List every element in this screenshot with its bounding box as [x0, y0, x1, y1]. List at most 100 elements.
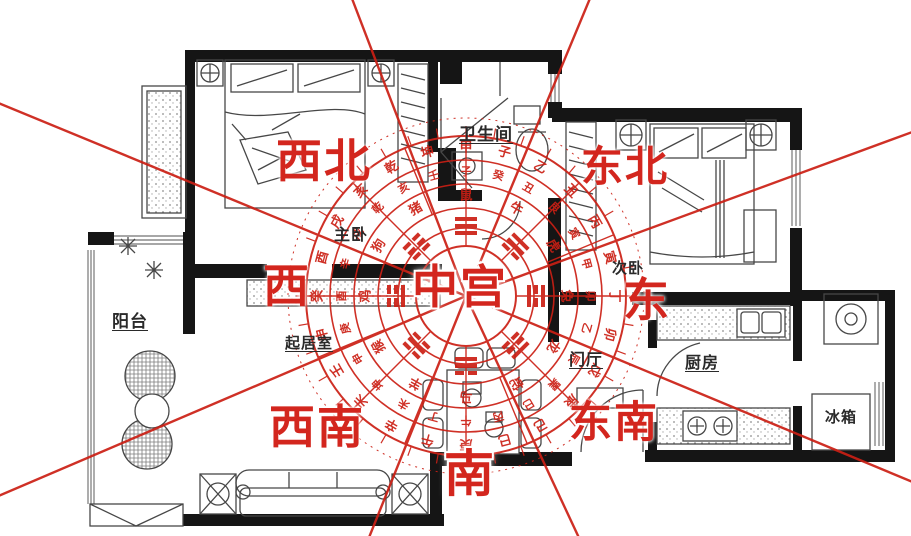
compass-ring2-char: 寅 — [601, 249, 619, 265]
walls — [88, 50, 895, 526]
tv-cabinet — [246, 279, 441, 307]
compass-ring2-char: 乙 — [531, 157, 550, 176]
sector-line-ene — [465, 131, 911, 298]
furniture — [89, 59, 879, 527]
balcony-left-window — [87, 250, 95, 504]
compass-ring2-char: 子 — [496, 143, 512, 161]
direction-label-northeast: 东北 — [581, 143, 670, 190]
entry-fixtures — [576, 387, 644, 453]
compass-ring1-char: 壬 — [426, 167, 440, 183]
bathroom-fixtures — [440, 62, 549, 240]
compass-ring0-char: 猪 — [405, 199, 425, 219]
ceiling-light-icon — [615, 119, 647, 151]
door-arc — [481, 200, 521, 240]
trigram-4 — [455, 357, 477, 375]
quilt-sketch — [239, 131, 307, 185]
balcony-table — [134, 393, 170, 429]
compass-ring1-char: 庚 — [337, 321, 353, 335]
compass-ring1-char: 酉 — [335, 291, 348, 302]
balcony-door — [89, 503, 184, 527]
compass-ring0-char: 羊 — [406, 374, 425, 393]
compass-ring1-char: 丁 — [427, 409, 441, 424]
toilet-icon — [515, 128, 549, 172]
compass-ring2-char: 丙 — [585, 212, 604, 231]
direction-label-south: 南 — [444, 446, 496, 502]
sector-line-ese — [465, 294, 911, 483]
wardrobe — [397, 63, 429, 183]
sector-line-nne — [464, 0, 591, 297]
compass-ring2-char: 甲 — [459, 139, 472, 154]
living-room-furniture — [199, 279, 441, 517]
bed — [649, 123, 755, 265]
wardrobe — [565, 121, 597, 251]
sofa-back — [235, 469, 391, 497]
sector-line-wsw — [0, 294, 467, 497]
compass-ring2-char: 午 — [419, 431, 435, 449]
master-bedroom-furniture — [196, 59, 429, 209]
compass-ring2-char: 乾 — [382, 157, 401, 176]
compass-ring0-char: 猴 — [368, 336, 388, 356]
compass-ring1-char: 辛 — [337, 256, 353, 270]
fridge-box — [811, 393, 871, 451]
side-table — [391, 473, 429, 515]
toilet-tank — [513, 105, 541, 125]
compass-ring2-char: 庚 — [459, 438, 472, 453]
compass-ring1-char: 未 — [394, 395, 412, 414]
room-label-balcony: 阳台 — [112, 312, 148, 331]
bed — [224, 59, 366, 209]
bedroom2-window — [791, 150, 801, 226]
compass-ring2-char: 丁 — [608, 289, 623, 302]
compass-ring2-char: 戊 — [585, 360, 605, 380]
ceiling-light-icon — [367, 59, 395, 87]
trigram-5 — [402, 331, 431, 360]
compass-ring1-char: 丙 — [491, 409, 505, 424]
compass-ring2-char: 己 — [531, 415, 550, 434]
direction-label-east: 东 — [623, 274, 671, 326]
compass-ring2-char: 癸 — [309, 289, 324, 304]
utility-window — [874, 382, 884, 446]
compass-ring2-char: 卯 — [601, 326, 619, 342]
compass-ticks — [296, 126, 636, 466]
direction-label-center: 中宫 — [412, 261, 508, 313]
utility-fixtures — [811, 293, 879, 451]
compass-ring0-char: 牛 — [507, 199, 526, 218]
bay-window — [141, 85, 187, 219]
washing-machine-icon — [823, 293, 879, 345]
door-arc — [656, 342, 701, 397]
compass-ring2-char: 壬 — [327, 361, 346, 380]
room-label-fridge: 冰箱 — [824, 409, 857, 426]
compass-ring1-char: 子 — [461, 165, 472, 178]
kitchen-fixtures — [656, 305, 791, 445]
compass-ring1-char: 癸 — [490, 167, 506, 184]
compass-ring0-char: 蛇 — [507, 374, 526, 393]
compass-ring2-char: 辛 — [382, 415, 401, 434]
compass-ring2-char: 戌 — [327, 212, 346, 231]
direction-label-southwest: 西南 — [269, 401, 365, 453]
trigram-7 — [402, 232, 431, 261]
compass-ring0-char: 鼠 — [459, 187, 472, 202]
compass-ring1-char: 乙 — [579, 321, 594, 335]
sector-line-west — [0, 102, 467, 298]
trigram-3 — [501, 331, 530, 360]
bathroom-window — [550, 72, 560, 102]
compass-ring2-char: 酉 — [313, 249, 331, 265]
compass-ring0-char: 龙 — [544, 337, 563, 356]
trigram-0 — [455, 217, 477, 235]
trigram-2 — [527, 285, 545, 307]
compass-ring0-char: 马 — [459, 390, 472, 405]
plant-icon — [119, 237, 163, 279]
compass-ring2-char: 坤 — [419, 143, 435, 161]
side-table — [199, 473, 237, 515]
compass-ring1-char: 寅 — [566, 225, 584, 242]
kitchen-sink-icon — [736, 308, 786, 338]
compass-ring2-char: 巳 — [496, 431, 512, 449]
compass-ring2-char: 申 — [313, 326, 331, 342]
room-label-master-bedroom: 主卧 — [334, 227, 369, 244]
sector-line-sse — [464, 295, 580, 536]
sector-line-nnw — [351, 0, 468, 297]
compass-ring1-char: 丑 — [520, 180, 536, 197]
compass-ring0-char: 虎 — [544, 236, 563, 255]
trigram-6 — [387, 285, 405, 307]
room-label-kitchen: 厨房 — [685, 355, 720, 372]
